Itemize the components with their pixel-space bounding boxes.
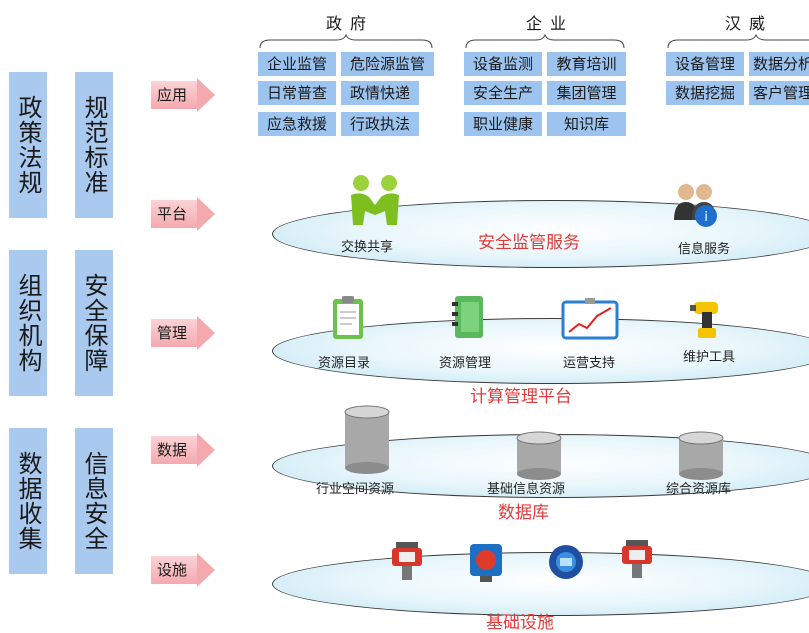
app-cell: 危险源监管 [341, 52, 434, 76]
arrow-management-label: 管理 [157, 324, 188, 342]
data-title: 数据库 [498, 503, 549, 523]
group-title-enterprise: 企业 [526, 14, 575, 33]
organization-column: 组织机构 [9, 250, 47, 396]
platform-label-info: 信息服务 [678, 242, 731, 257]
app-cell: 职业健康 [464, 112, 542, 136]
standards-column: 规范标准 [75, 72, 113, 218]
sensor-icon [549, 545, 583, 579]
brace-hanwei [667, 34, 809, 49]
svg-text:i: i [704, 210, 708, 225]
arrow-data: 数据 [151, 433, 215, 467]
app-cell: 日常普查 [258, 81, 336, 105]
data-label-integrated: 综合资源库 [666, 482, 732, 497]
app-cell: 教育培训 [547, 52, 626, 76]
app-cell: 知识库 [547, 112, 626, 136]
database-cylinder-icon [678, 431, 724, 480]
arrow-facility-label: 设施 [157, 561, 188, 579]
handshake-people-icon [351, 175, 399, 225]
arrow-management: 管理 [151, 316, 215, 350]
arrow-application: 应用 [151, 78, 215, 112]
arrow-data-label: 数据 [157, 441, 188, 459]
app-cell: 集团管理 [547, 81, 626, 105]
arrow-application-label: 应用 [157, 86, 188, 104]
arrow-platform-label: 平台 [157, 205, 188, 223]
transmitter-icon [470, 544, 502, 582]
group-title-hanwei: 汉威 [725, 14, 774, 33]
platform-label-exchange: 交换共享 [341, 240, 394, 255]
management-label-tools: 维护工具 [683, 350, 736, 365]
app-cell: 安全生产 [464, 81, 542, 105]
gas-detector-icon [392, 542, 422, 580]
management-title: 计算管理平台 [470, 387, 572, 407]
platform-title: 安全监管服务 [478, 233, 580, 253]
app-cell: 行政执法 [341, 112, 419, 136]
chart-board-icon [561, 298, 619, 340]
security-text: 安全保障 [80, 273, 108, 373]
info-security-text: 信息安全 [80, 451, 108, 551]
app-cell: 数据挖掘 [666, 81, 744, 105]
brace-enterprise [465, 34, 625, 49]
notebook-icon [452, 296, 483, 338]
app-cell: 企业监管 [258, 52, 336, 76]
management-label-catalog: 资源目录 [318, 356, 371, 371]
alarm-detector-icon [622, 540, 652, 578]
data-collection-text: 数据收集 [14, 451, 42, 551]
info-security-column: 信息安全 [75, 428, 113, 574]
clipboard-icon [333, 296, 363, 339]
policy-column: 政策法规 [9, 72, 47, 218]
arrow-facility: 设施 [151, 553, 215, 587]
app-cell: 设备监测 [464, 52, 542, 76]
database-cylinder-icon [516, 431, 562, 480]
app-cell: 客户管理 [749, 81, 809, 105]
brace-government [259, 34, 433, 49]
standards-text: 规范标准 [80, 95, 108, 195]
security-column: 安全保障 [75, 250, 113, 396]
app-cell: 数据分析 [749, 52, 809, 76]
infrastructure-layer [272, 552, 809, 616]
data-label-basic: 基础信息资源 [487, 482, 566, 497]
management-label-operations: 运营支持 [563, 356, 616, 371]
app-cell: 应急救援 [258, 112, 336, 136]
data-label-spatial: 行业空间资源 [316, 482, 395, 497]
database-cylinder-icon [344, 405, 390, 474]
app-cell: 设备管理 [666, 52, 744, 76]
drill-icon [690, 302, 718, 338]
organization-text: 组织机构 [14, 273, 42, 373]
policy-text: 政策法规 [14, 95, 42, 195]
info-people-icon: i [674, 184, 717, 227]
group-title-government: 政府 [326, 14, 375, 33]
infrastructure-title: 基础设施 [486, 613, 554, 633]
data-collection-column: 数据收集 [9, 428, 47, 574]
app-cell: 政情快递 [341, 81, 419, 105]
arrow-platform: 平台 [151, 197, 215, 231]
management-label-resource: 资源管理 [439, 356, 492, 371]
